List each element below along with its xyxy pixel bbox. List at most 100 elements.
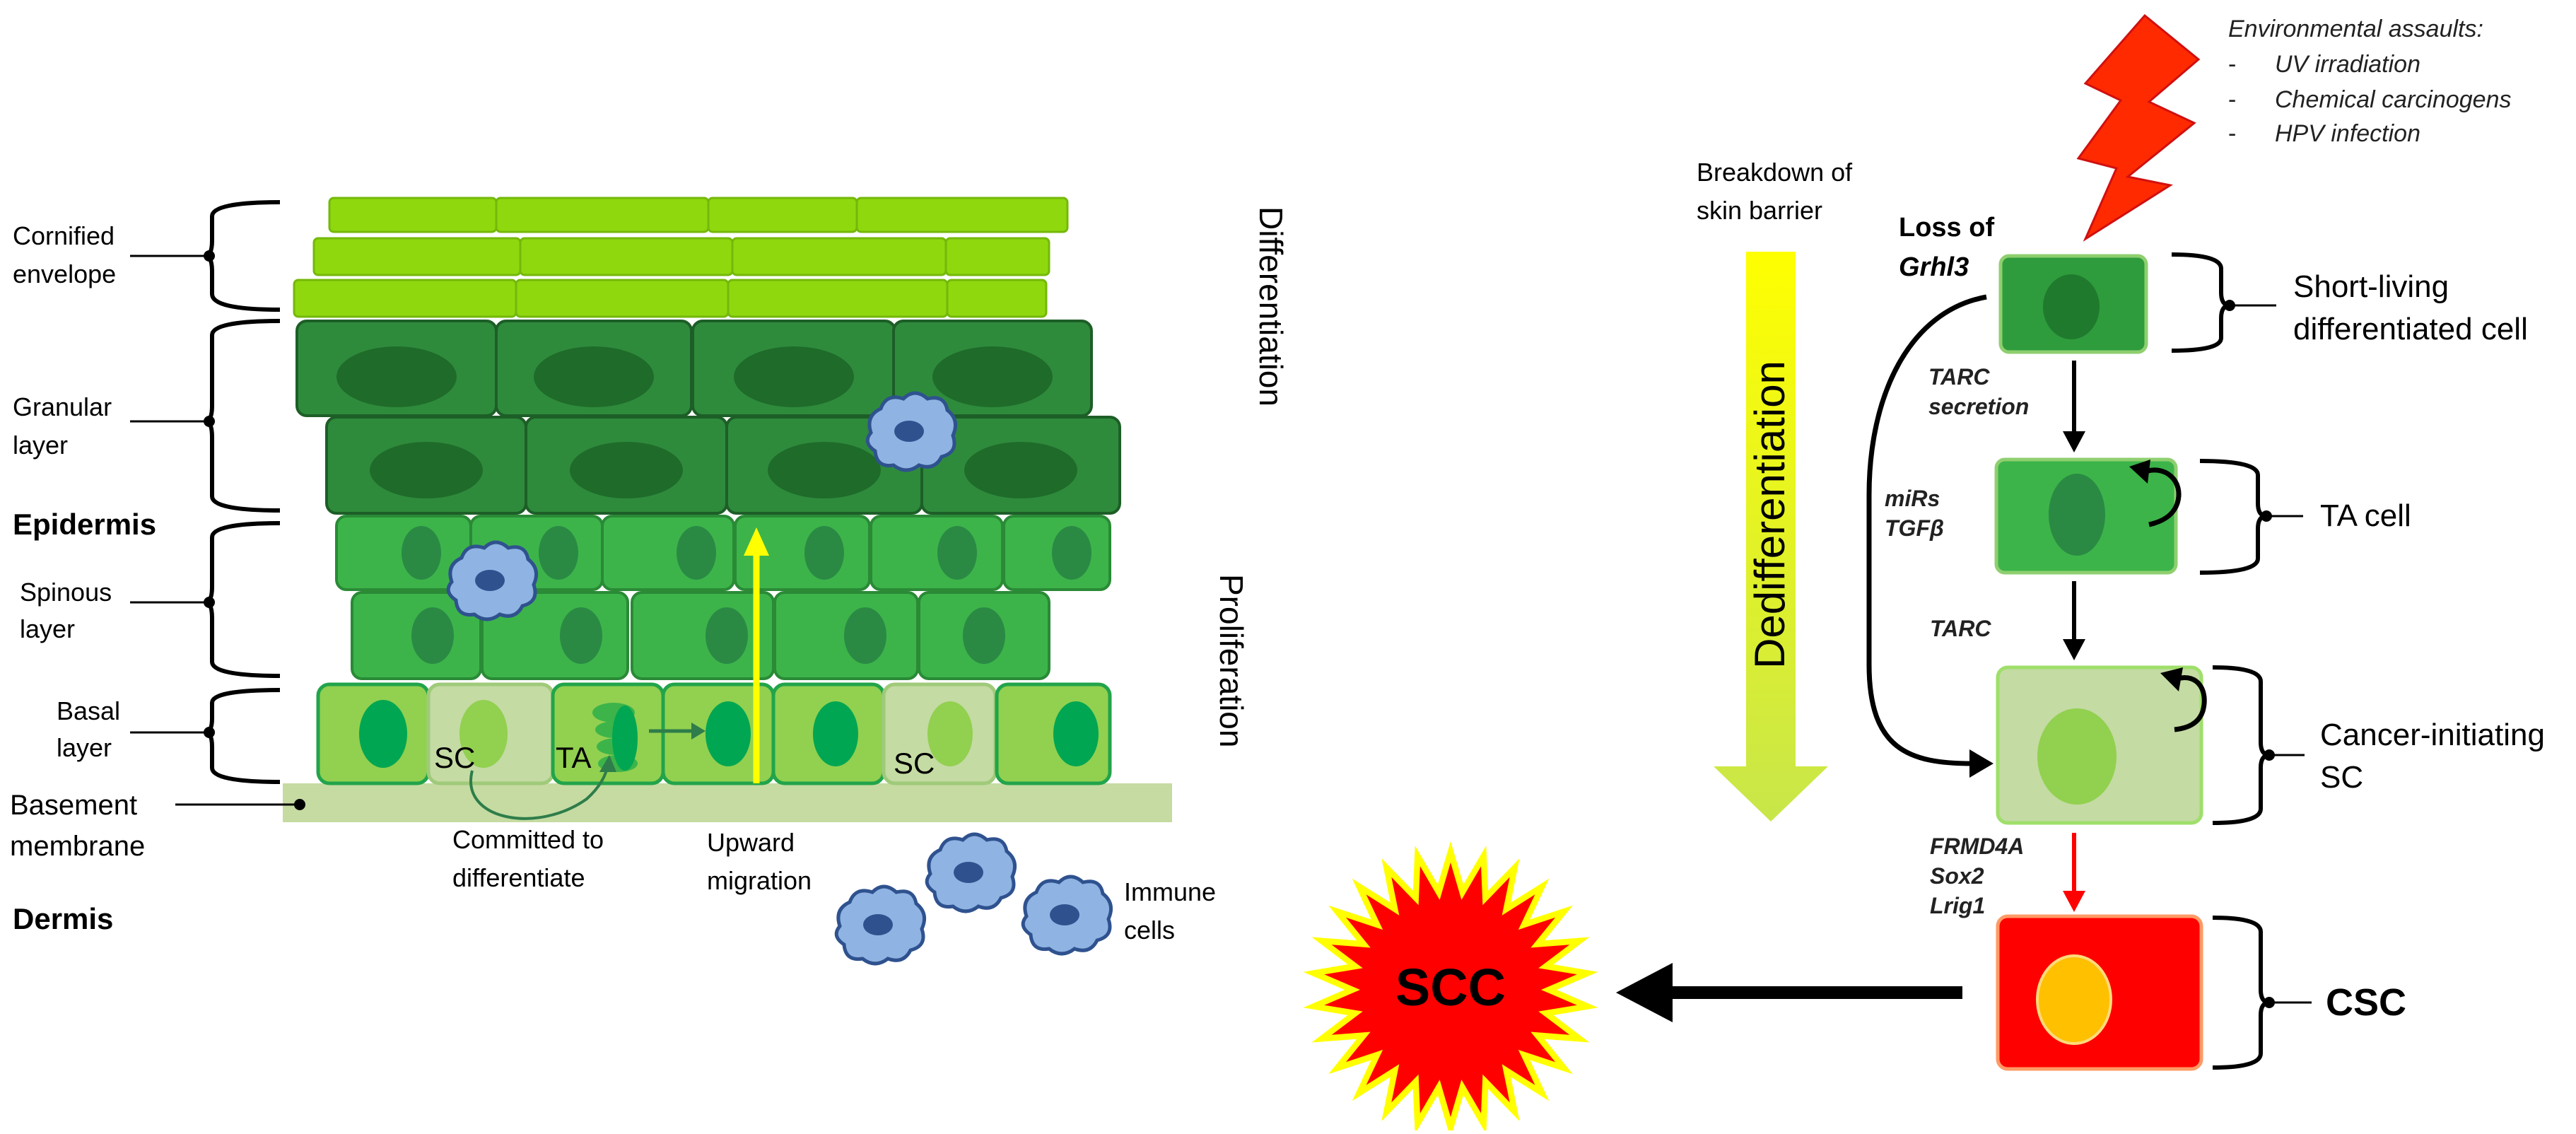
committed-label-line-1: Committed to [452, 825, 604, 854]
immune-cell [865, 391, 958, 472]
cis-self-renew-arrowhead [2160, 667, 2183, 691]
granular-nucleus [734, 346, 854, 407]
granular-nucleus [370, 442, 483, 498]
granular-layer [295, 320, 1121, 515]
immune-cell [834, 884, 927, 966]
spinous-nucleus [677, 526, 716, 580]
immune-label-line-1: Immune [1124, 877, 1216, 906]
basal-label-line-1: Basal [57, 696, 120, 725]
cornified-cell [515, 279, 730, 318]
epidermis-diagram: Cornified envelope Granular layer Epider… [10, 197, 1289, 966]
spinous-cell [631, 591, 775, 680]
granular-nucleus [534, 346, 654, 407]
cornified-label-line-2: envelope [13, 259, 116, 288]
upward-label-line-2: migration [707, 866, 812, 895]
basal-nucleus [1053, 701, 1099, 766]
csc-label: CSC [2326, 981, 2406, 1024]
short-living-brace [2171, 252, 2230, 353]
cancer-initiating-label-line-2: SC [2320, 760, 2363, 795]
cornified-brace [204, 200, 281, 312]
basal-nucleus [612, 706, 638, 771]
granular-nucleus [570, 442, 683, 498]
basement-membrane-band [283, 783, 1172, 822]
granular-label-line-2: layer [13, 431, 68, 460]
csc-nucleus [2036, 954, 2112, 1045]
committed-arrowhead [599, 755, 616, 772]
cornified-cell [731, 237, 947, 276]
mirs-line-1: miRs [1885, 486, 1940, 511]
granular-nucleus [964, 442, 1077, 498]
marker-frmd4a: FRMD4A [1930, 834, 2024, 859]
spinous-brace [204, 521, 281, 678]
cornified-cell [855, 197, 1069, 233]
cornified-cell [946, 279, 1048, 318]
environmental-title: Environmental assaults: [2228, 16, 2483, 42]
epidermis-label: Epidermis [13, 508, 156, 541]
cornified-cell [495, 197, 710, 233]
breakdown-label-line-1: Breakdown of [1697, 158, 1853, 187]
brace-dots [204, 250, 305, 810]
upward-label-line-1: Upward [707, 828, 795, 857]
granular-label-line-1: Granular [13, 392, 112, 421]
basal-layer [316, 682, 1112, 785]
cornified-label-line-1: Cornified [13, 221, 115, 250]
committed-label-line-2: differentiate [452, 863, 585, 892]
scc-starburst-inner [1324, 863, 1577, 1117]
differentiation-label: Differentiation [1253, 206, 1289, 407]
sc-label: SC [434, 741, 475, 774]
spinous-nucleus [1052, 526, 1091, 580]
cornified-cell [328, 197, 498, 233]
dedifferentiation-curve-arrowhead [1969, 749, 1994, 778]
cell-brace-dots [2224, 300, 2275, 1008]
cornified-cell [727, 279, 949, 318]
granular-nucleus [768, 442, 881, 498]
cornified-cell [944, 237, 1050, 276]
cis-to-csc-arrowhead [2063, 891, 2085, 912]
spinous-label-line-1: Spinous [20, 578, 112, 607]
csc-brace [2212, 916, 2270, 1070]
ta-to-cis-arrowhead [2063, 639, 2085, 660]
environmental-item-hpv: HPV infection [2275, 120, 2420, 147]
ta-self-renew-arrowhead [2129, 460, 2150, 484]
dedifferentiation-curve-arrow [1866, 294, 1987, 766]
csc-to-scc-arrowhead [1616, 963, 1673, 1022]
marker-lrig1: Lrig1 [1930, 893, 1985, 918]
tarc-secretion-line-2: secretion [1928, 394, 2029, 419]
granular-nucleus [336, 346, 457, 407]
cis-brace [2212, 665, 2270, 825]
short-living-label-line-1: Short-living [2293, 269, 2449, 304]
spinous-nucleus [963, 607, 1005, 664]
cancer-initiating-label-line-1: Cancer-initiating [2320, 718, 2545, 752]
tarc-label: TARC [1930, 616, 1991, 641]
environmental-item-uv: UV irradiation [2275, 51, 2420, 78]
upward-migration-arrowhead [744, 527, 769, 556]
spinous-cell [870, 515, 1004, 591]
ta-cell-brace [2199, 459, 2267, 575]
layer-braces [204, 200, 281, 784]
sc-nucleus [927, 701, 973, 766]
ta-label: TA [556, 741, 592, 774]
ta-self-renew-arrow [2142, 467, 2182, 527]
basal-nucleus [359, 700, 407, 768]
cis-self-renew-arrow [2174, 675, 2207, 732]
spinous-nucleus [411, 607, 454, 664]
cornified-cell [519, 237, 734, 276]
environmental-bullet: - [2228, 86, 2236, 113]
diff-to-ta-arrowhead [2063, 431, 2085, 452]
immune-cell [446, 540, 539, 621]
sc-label-2: SC [894, 747, 935, 780]
cornified-layer [293, 197, 1069, 318]
dedifferentiation-label: Dedifferentiation [1746, 361, 1793, 669]
dermis-label: Dermis [13, 902, 113, 935]
breakdown-label-line-2: skin barrier [1697, 196, 1822, 225]
environmental-bullet: - [2228, 120, 2236, 147]
immune-cell [1021, 875, 1113, 956]
immune-cell [925, 832, 1017, 913]
spinous-nucleus [804, 526, 844, 580]
scc-label: SCC [1395, 958, 1506, 1017]
environmental-bullet: - [2228, 51, 2236, 78]
sc-nucleus [459, 700, 508, 768]
ta-to-basal-arrowhead [691, 723, 706, 740]
mirs-line-2: TGFβ [1885, 515, 1944, 541]
short-living-label-line-2: differentiated cell [2293, 312, 2528, 346]
